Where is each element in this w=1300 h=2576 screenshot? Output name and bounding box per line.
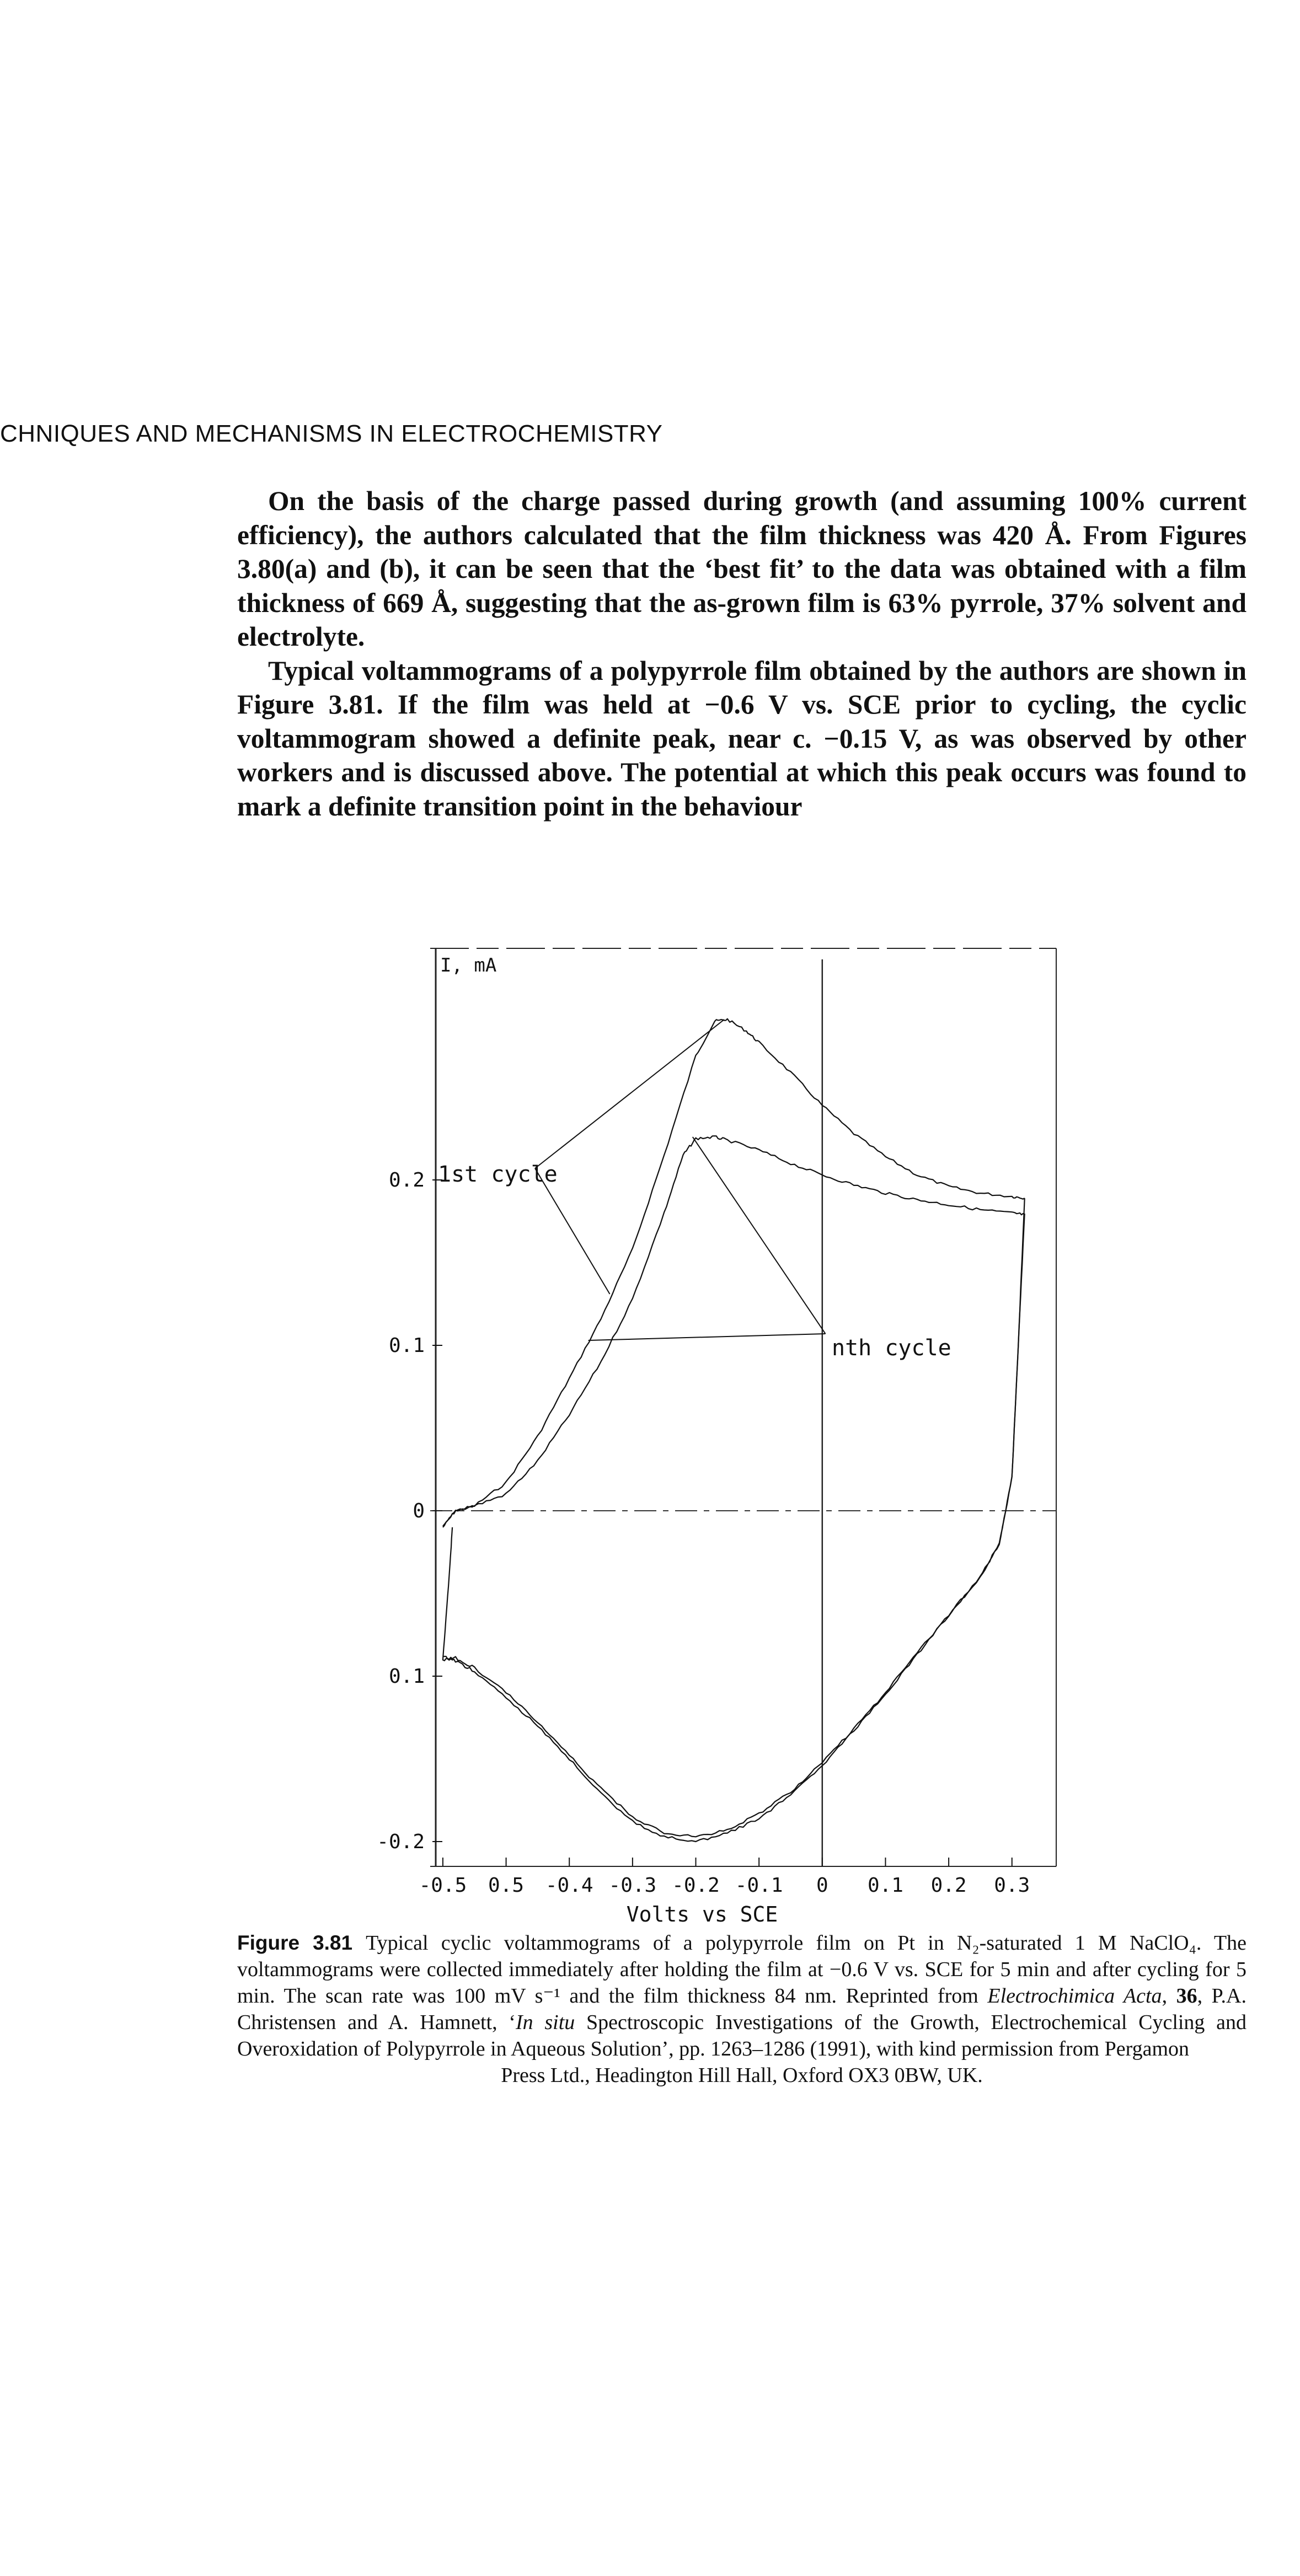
caption-title-italic: In situ [515, 2011, 575, 2034]
x-tick-label-7: 0.1 [868, 1874, 903, 1897]
nth-cycle-leader-shoulder [588, 1333, 826, 1341]
x-tick-label-3: -0.3 [609, 1874, 657, 1897]
x-tick-label-9: 0.3 [994, 1874, 1030, 1897]
caption-text-3: Spectroscopic Investigations of the Grow… [237, 2011, 1247, 2060]
x-tick-label-6: 0 [816, 1874, 828, 1897]
first-cycle-leader-shoulder [534, 1168, 611, 1295]
caption-journal: Electrochimica Acta [987, 1984, 1162, 2008]
caption-last-line: Press Ltd., Headington Hill Hall, Oxford… [501, 2064, 983, 2087]
paragraph-1: On the basis of the charge passed during… [237, 486, 1246, 652]
x-axis-label: Volts vs SCE [627, 1902, 778, 1924]
y-tick-label-4: -0.2 [377, 1831, 425, 1853]
running-head: CHNIQUES AND MECHANISMS IN ELECTROCHEMIS… [0, 420, 663, 447]
nth-cycle-leader-peak [692, 1136, 826, 1334]
annotation-nth-cycle: nth cycle [832, 1335, 951, 1361]
caption-comma: , [1162, 1984, 1176, 2008]
x-tick-label-5: -0.1 [735, 1874, 783, 1897]
figure-3-81: 1st cycle nth cycle I, mA 0.2 0.1 0 0.1 -0.2 -0… [375, 910, 1070, 1924]
y-tick-label-0: 0.2 [389, 1169, 425, 1192]
paragraph-2: Typical voltammograms of a polypyrrole f… [237, 655, 1246, 822]
series-first-cycle-cathodic-trace [442, 1198, 1025, 1838]
body-text: On the basis of the charge passed during… [237, 484, 1246, 823]
y-tick-label-3: 0.1 [389, 1665, 425, 1688]
y-axis-label: I, mA [440, 954, 496, 976]
caption-volume: 36 [1176, 1984, 1197, 2008]
caption-text-1: Typical cyclic voltammograms of a polypy… [237, 1931, 1246, 2008]
x-tick-label-4: -0.2 [672, 1874, 720, 1897]
x-tick-label-8: 0.2 [931, 1874, 967, 1897]
x-tick-label-1: 0.5 [488, 1874, 524, 1897]
voltammogram-chart: 1st cycle nth cycle I, mA 0.2 0.1 0 0.1 -0.2 -0… [377, 948, 1057, 1924]
caption-label: Figure 3.81 [237, 1931, 353, 1954]
y-tick-label-1: 0.1 [389, 1334, 425, 1357]
x-tick-label-2: -0.4 [545, 1874, 593, 1897]
first-cycle-leader-peak [534, 1019, 725, 1169]
series-nth-cycle-cathodic-trace [442, 1213, 1025, 1843]
annotation-first-cycle: 1st cycle [438, 1162, 558, 1187]
series-nth-cycle-anodic-trace [442, 1135, 1025, 1527]
caption-text-2: , P.A. Christensen and A. Hamnett, ‘ [237, 1984, 1246, 2034]
x-tick-label-0: -0.5 [419, 1874, 467, 1897]
series-first-cycle-anodic-trace [442, 1018, 1025, 1528]
y-tick-label-2: 0 [413, 1500, 425, 1522]
